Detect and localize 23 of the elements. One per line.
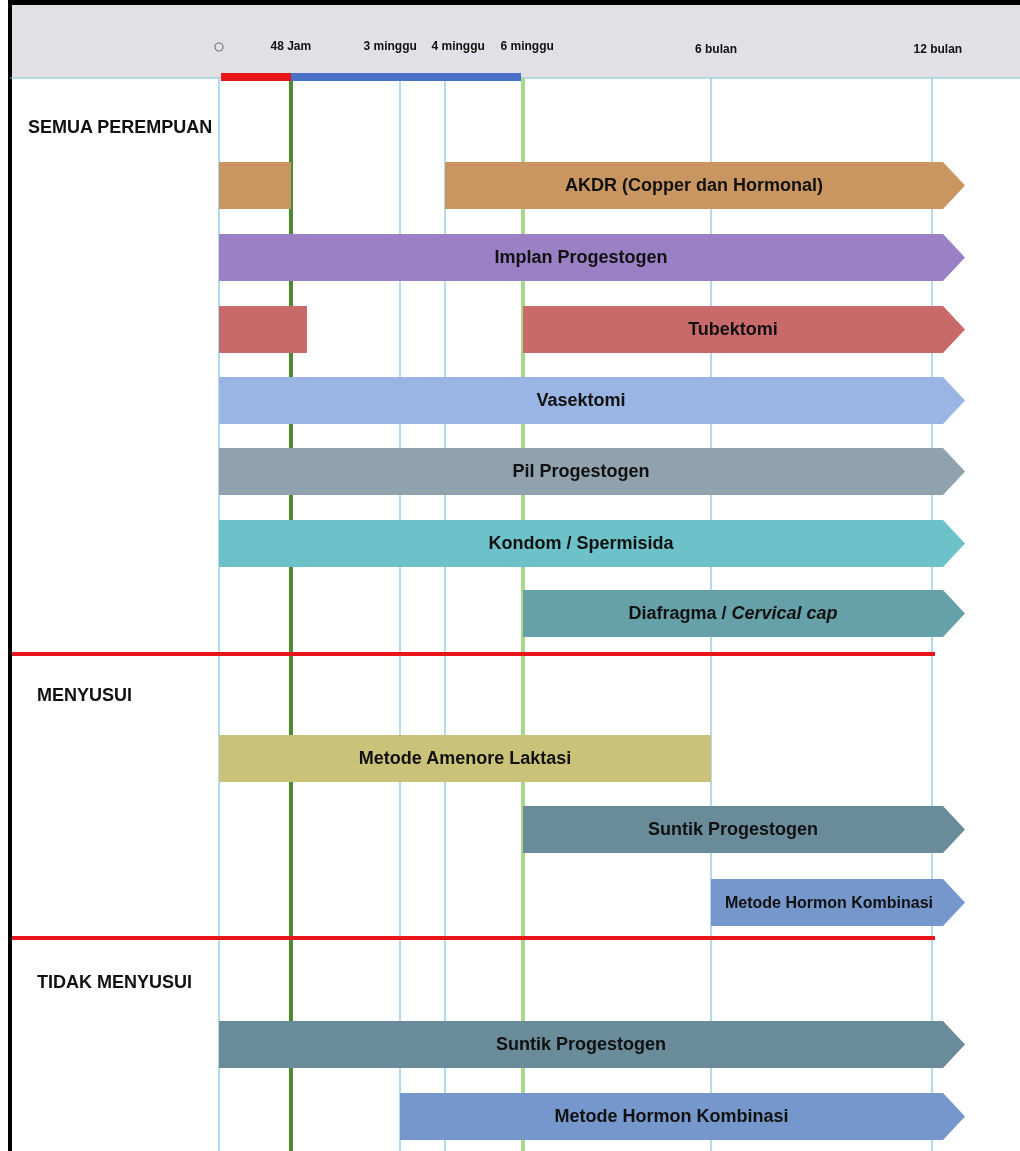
timeline-arrow-bar: Metode Hormon Kombinasi: [400, 1093, 965, 1140]
tick-label: 6 minggu: [500, 39, 554, 53]
tick-label: 12 bulan: [913, 42, 963, 56]
section-heading: MENYUSUI: [37, 685, 132, 706]
timeline-bar-segment: [219, 306, 307, 353]
timeline-bar: Metode Amenore Laktasi: [219, 735, 711, 782]
timeline-arrow-bar: Implan Progestogen: [219, 234, 965, 281]
timeline-arrow-bar: Pil Progestogen: [219, 448, 965, 495]
timeline-arrow-bar: Tubektomi: [523, 306, 965, 353]
timeline-arrow-bar: Suntik Progestogen: [219, 1021, 965, 1068]
timeline-arrow-bar: Kondom / Spermisida: [219, 520, 965, 567]
timeline-bar-segment: [219, 162, 291, 209]
tick-label: 6 bulan: [695, 42, 737, 56]
section-heading: SEMUA PEREMPUAN: [28, 117, 213, 138]
timeline-arrow-bar: Metode Hormon Kombinasi: [711, 879, 965, 926]
tick-label: 48 Jam: [270, 39, 312, 53]
tick-label: 4 minggu: [431, 39, 485, 53]
timeline-arrow-bar: Vasektomi: [219, 377, 965, 424]
timeline-arrow-bar: AKDR (Copper dan Hormonal): [445, 162, 965, 209]
tick-label: 3 minggu: [363, 39, 417, 53]
section-heading: TIDAK MENYUSUI: [37, 972, 192, 993]
timeline-arrow-bar: Diafragma / Cervical cap: [523, 590, 965, 637]
timeline-arrow-bar: Suntik Progestogen: [523, 806, 965, 853]
